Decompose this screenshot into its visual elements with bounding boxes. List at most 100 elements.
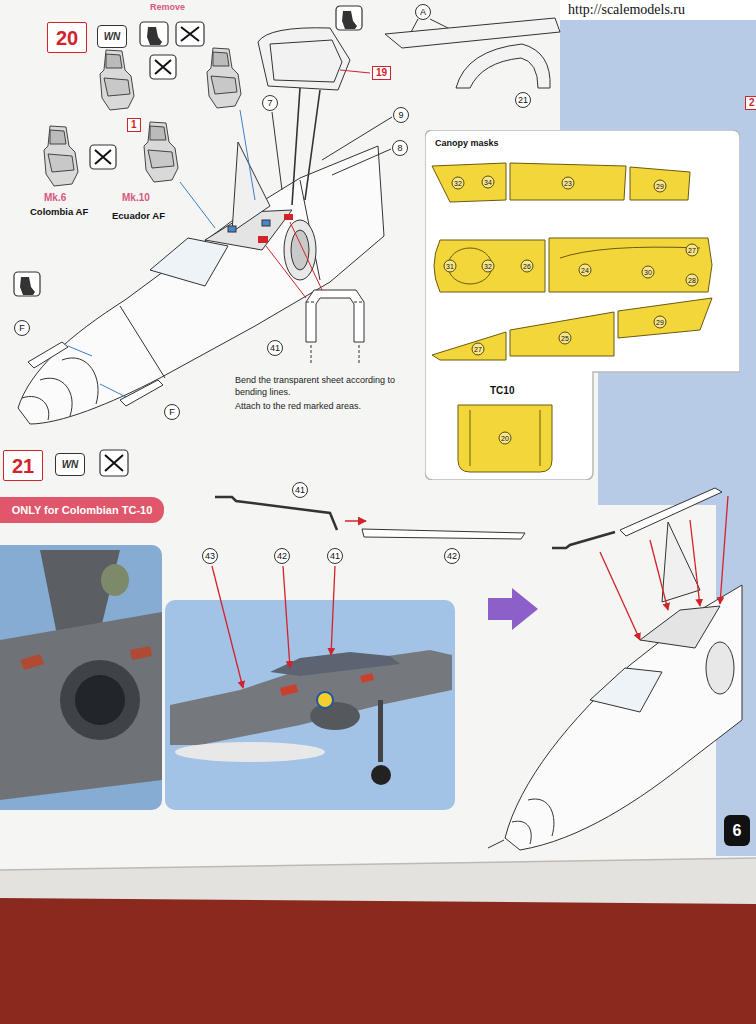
photo-leader xyxy=(212,566,335,688)
reference-photo xyxy=(280,673,374,696)
assembled-view xyxy=(620,488,722,536)
assembled-view xyxy=(488,488,742,850)
mask-number: 30 xyxy=(642,266,655,279)
node-title: 20 xyxy=(56,27,78,49)
instruction-note: Attach to the red marked areas. xyxy=(235,400,413,412)
step-icon xyxy=(140,22,168,46)
leader-line xyxy=(180,182,215,228)
red-marked-area xyxy=(258,236,268,243)
ejection-seat xyxy=(148,150,174,168)
seat-variant: Mk.10 xyxy=(122,192,150,204)
canopy-mask xyxy=(432,332,506,360)
page-sheet xyxy=(0,858,756,870)
aircraft-drawing xyxy=(291,230,309,270)
reference-photo xyxy=(101,564,129,596)
step21-part xyxy=(345,520,366,522)
reference-photo xyxy=(170,650,452,745)
assembled-view xyxy=(706,642,734,694)
mask-number: 29 xyxy=(654,316,667,329)
mask-number: 34 xyxy=(482,176,495,189)
purple-arrow xyxy=(488,588,538,630)
canopy-frame-part xyxy=(385,18,560,88)
page-sheet xyxy=(0,0,756,870)
canopy-mask xyxy=(470,410,540,466)
canopy-mask xyxy=(510,312,614,356)
ejection-seat xyxy=(144,122,178,182)
assembled-view xyxy=(590,668,662,712)
ejection-seat xyxy=(104,78,130,96)
step21-part xyxy=(215,497,337,530)
clear-strip-part xyxy=(28,342,163,406)
ejection-seat xyxy=(211,76,237,94)
assembly-arrow xyxy=(650,540,668,610)
node-title: Canopy masks xyxy=(435,138,499,149)
leader-line xyxy=(68,19,452,398)
assembled-view xyxy=(552,532,615,548)
ejection-seat xyxy=(144,122,178,182)
aircraft-drawing xyxy=(292,88,320,205)
reference-photo xyxy=(371,765,391,785)
mask-number: 23 xyxy=(562,177,575,190)
reference-photo xyxy=(0,545,162,810)
mask-number: 25 xyxy=(559,332,572,345)
ejection-seat xyxy=(207,48,241,108)
ejection-seat xyxy=(213,52,229,66)
node-subtitle: TC10 xyxy=(490,385,514,397)
callout-number: 41 xyxy=(292,482,308,498)
seat-glyph xyxy=(147,27,162,45)
icon-code: WN xyxy=(55,453,85,476)
ejection-seat xyxy=(207,48,241,108)
assembly-arrow xyxy=(600,496,728,640)
ejection-seat xyxy=(100,50,134,110)
callout-number: 9 xyxy=(393,107,409,123)
seat-variant: Mk.6 xyxy=(44,192,66,204)
node-title: WN xyxy=(104,31,121,43)
seat-glyph xyxy=(20,277,35,295)
reference-photo xyxy=(165,600,455,810)
ejection-seat xyxy=(50,130,66,144)
step21-part xyxy=(215,497,525,539)
canopy-mask xyxy=(510,163,626,200)
step-icon xyxy=(336,6,362,30)
icon-code: WN xyxy=(97,25,127,48)
ejection-seat xyxy=(48,154,74,172)
cross-arrows-glyph xyxy=(95,150,111,164)
part-number-box: 1 xyxy=(127,118,141,132)
step-number: 21 xyxy=(3,450,43,481)
ejection-seat xyxy=(44,126,78,186)
air-force-name: Ecuador AF xyxy=(112,210,165,222)
aircraft-drawing xyxy=(258,28,350,90)
canopy-mask xyxy=(630,167,690,200)
aircraft-drawing xyxy=(270,40,342,82)
variant-banner: ONLY for Colombian TC-10 xyxy=(0,497,164,523)
ejection-seat xyxy=(106,54,122,68)
canopy-mask xyxy=(549,238,712,292)
callout-number: 42 xyxy=(444,548,460,564)
step-icon xyxy=(176,22,204,46)
canopy-mask xyxy=(432,163,506,202)
leader-line xyxy=(68,346,92,356)
leader-line xyxy=(340,70,370,73)
node-title: ONLY for Colombian TC-10 xyxy=(12,504,153,517)
node-title: 6 xyxy=(733,822,742,840)
reference-photo xyxy=(60,660,140,740)
mask-number: 26 xyxy=(521,260,534,273)
canopy-frame-part xyxy=(385,18,560,48)
aircraft-drawing xyxy=(262,220,270,226)
assembled-view xyxy=(505,585,742,850)
mask-number: 24 xyxy=(579,264,592,277)
assembled-view xyxy=(488,799,554,848)
step-icon xyxy=(90,145,116,169)
mask-number: 32 xyxy=(452,177,465,190)
red-marked-area xyxy=(258,214,293,243)
reference-photo xyxy=(75,675,125,725)
cross-arrows-glyph xyxy=(181,27,199,41)
assembly-arrow xyxy=(690,520,700,606)
photo-leader xyxy=(331,566,335,655)
seat-glyph xyxy=(342,11,357,29)
reference-photo xyxy=(0,612,162,800)
step-icon xyxy=(150,55,176,79)
cross-arrows-glyph xyxy=(155,60,171,74)
mask-number: 27 xyxy=(686,244,699,257)
